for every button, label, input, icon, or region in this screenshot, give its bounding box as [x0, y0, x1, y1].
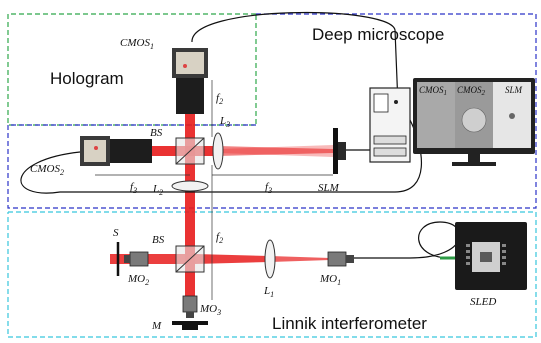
monitor-panel-label-2: CMOS2: [457, 85, 486, 97]
cable-cmos2-to-pc: [20, 119, 423, 194]
beam-lower-right: [195, 254, 270, 264]
f3-dimension-lines: [95, 165, 333, 300]
hologram-region: [7, 13, 257, 126]
deep-microscope-label: Deep microscope: [312, 25, 444, 44]
sled-label: SLED: [470, 296, 496, 308]
lens-l2: [171, 180, 209, 192]
f2-upper-label: f2: [216, 92, 223, 106]
linnik-region: [7, 211, 537, 338]
beam-vertical-main: [185, 104, 195, 300]
cmos1-camera: [172, 48, 208, 114]
cable-cmos1-to-pc: [191, 11, 399, 106]
mo2-objective: [124, 251, 149, 267]
f2-lower-label: f2: [216, 231, 223, 245]
mo3-label: MO3: [199, 303, 221, 317]
bs-top-label: BS: [150, 127, 163, 139]
mo3-objective: [182, 295, 198, 318]
sled-device: [455, 222, 527, 290]
l2-label: L2: [152, 183, 163, 197]
mo2-label: MO2: [127, 273, 149, 287]
lens-l1: [264, 239, 276, 279]
linnik-label: Linnik interferometer: [272, 314, 427, 333]
s-label: S: [113, 227, 119, 239]
cmos2-label: CMOS2: [30, 163, 64, 177]
laser-beams: [110, 104, 333, 300]
monitor: [413, 78, 535, 166]
beam-fan-to-slm-2: [218, 145, 333, 157]
mo1-label: MO1: [319, 273, 341, 287]
beam-splitter-top: [175, 137, 205, 165]
deep-microscope-region: [7, 13, 537, 209]
hologram-label: Hologram: [50, 69, 124, 88]
beam-fan-to-slm: [218, 146, 333, 156]
slm-device: [333, 128, 346, 174]
f3-right-label: f3: [265, 181, 272, 195]
monitor-panel-label-1: CMOS1: [419, 85, 447, 97]
bs-bottom-label: BS: [152, 234, 165, 246]
monitor-panel-label-3: SLM: [505, 85, 523, 95]
mirror-m: [172, 321, 208, 330]
l3-label: L3: [219, 115, 230, 129]
lens-l3: [212, 132, 224, 170]
fiber-loop: [345, 221, 461, 259]
beam-lower-right-2: [270, 256, 330, 262]
slm-label: SLM: [318, 182, 340, 194]
cables: [20, 11, 461, 259]
beam-splitter-bottom: [175, 245, 205, 273]
cmos1-label: CMOS1: [120, 37, 154, 51]
monitor-panel-1: [417, 82, 455, 148]
m-label: M: [151, 320, 162, 332]
pc-tower: [369, 87, 411, 163]
f3-left-label: f3: [130, 181, 137, 195]
cmos2-camera: [80, 136, 152, 166]
mo1-objective: [327, 251, 354, 267]
l1-label: L1: [263, 285, 274, 299]
